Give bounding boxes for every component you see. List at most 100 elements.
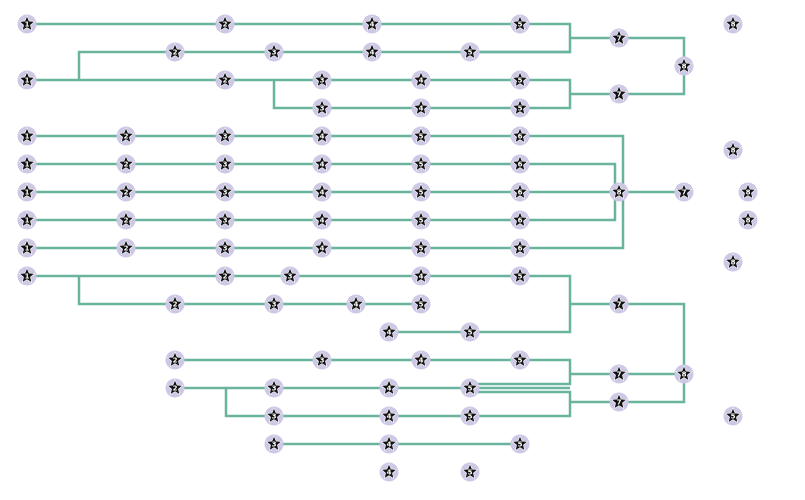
node-label: 7 (617, 371, 622, 379)
tree-node[interactable]: 7 (674, 182, 694, 202)
tree-node[interactable]: 3 (264, 42, 284, 62)
tree-node[interactable]: 2 (165, 378, 185, 398)
tree-node[interactable]: 3 (215, 182, 235, 202)
node-label: 4 (387, 413, 392, 421)
tree-node[interactable]: 5 (460, 406, 480, 426)
tree-node[interactable]: 7 (609, 294, 629, 314)
tree-node[interactable]: 8 (609, 182, 629, 202)
node-label: 5 (518, 357, 523, 365)
tree-node[interactable]: 3 (312, 350, 332, 370)
tree-node[interactable]: 2 (116, 154, 136, 174)
tree-node[interactable]: 5 (510, 98, 530, 118)
tree-node[interactable]: 4 (411, 70, 431, 90)
tree-node[interactable]: 2 (116, 126, 136, 146)
tree-node[interactable]: 5 (411, 154, 431, 174)
tree-node[interactable]: 2 (215, 266, 235, 286)
tree-node[interactable]: 5 (510, 266, 530, 286)
tree-node[interactable]: 3 (215, 238, 235, 258)
tree-node[interactable]: 5 (460, 462, 480, 482)
tree-node[interactable]: 4 (312, 210, 332, 230)
star-icon (380, 323, 398, 340)
tree-node[interactable]: 2 (165, 294, 185, 314)
tree-node[interactable]: 1 (17, 154, 37, 174)
tree-node[interactable]: 5 (510, 70, 530, 90)
tree-node[interactable]: 4 (411, 350, 431, 370)
tree-node[interactable]: 3 (312, 98, 332, 118)
tree-node[interactable]: 2 (215, 70, 235, 90)
tree-node[interactable]: 1 (17, 70, 37, 90)
tree-node[interactable]: 2 (116, 238, 136, 258)
tree-node[interactable]: 1 (17, 210, 37, 230)
tree-node[interactable]: 1 (17, 126, 37, 146)
tree-node[interactable]: 4 (379, 322, 399, 342)
tree-node[interactable]: 2 (215, 14, 235, 34)
tree-node[interactable]: 3 (280, 266, 300, 286)
tree-node[interactable]: 7 (609, 364, 629, 384)
tree-node[interactable]: 3 (312, 70, 332, 90)
tree-node[interactable]: 3 (264, 434, 284, 454)
tree-node[interactable]: 3 (215, 210, 235, 230)
tree-node[interactable]: 5 (460, 378, 480, 398)
tree-node[interactable]: 7 (609, 392, 629, 412)
tree-node[interactable]: 3 (264, 378, 284, 398)
tree-node[interactable]: 3 (215, 154, 235, 174)
tree-node[interactable]: 8 (723, 14, 743, 34)
tree-node[interactable]: 5 (510, 434, 530, 454)
tree-node[interactable]: 1 (17, 266, 37, 286)
tree-node[interactable]: 4 (312, 154, 332, 174)
tree-node[interactable]: 5 (510, 350, 530, 370)
tree-node[interactable]: 6 (510, 126, 530, 146)
tree-node[interactable]: 8 (723, 140, 743, 160)
tree-node[interactable]: 4 (346, 294, 366, 314)
tree-node[interactable]: 4 (312, 126, 332, 146)
node-label: 7 (617, 91, 622, 99)
tree-node[interactable]: 1 (17, 182, 37, 202)
tree-node[interactable]: 1 (17, 14, 37, 34)
star-icon (610, 183, 628, 200)
tree-node[interactable]: 1 (17, 238, 37, 258)
tree-node[interactable]: 6 (510, 182, 530, 202)
tree-node[interactable]: 2 (116, 210, 136, 230)
tree-node[interactable]: 5 (411, 238, 431, 258)
tree-node[interactable]: 8 (674, 364, 694, 384)
tree-node[interactable]: 7 (609, 28, 629, 48)
tree-node[interactable]: 8 (738, 182, 758, 202)
tree-node[interactable]: 6 (510, 154, 530, 174)
tree-node[interactable]: 5 (411, 294, 431, 314)
star-icon (675, 365, 693, 382)
tree-node[interactable]: 2 (165, 350, 185, 370)
tree-node[interactable]: 2 (116, 182, 136, 202)
node-label: 4 (387, 469, 392, 477)
connector-line (27, 22, 572, 54)
tree-node[interactable]: 4 (312, 238, 332, 258)
tree-node[interactable]: 2 (165, 42, 185, 62)
tree-node[interactable]: 4 (411, 98, 431, 118)
tree-node[interactable]: 8 (738, 210, 758, 230)
star-icon (166, 351, 184, 368)
tree-node[interactable]: 5 (411, 210, 431, 230)
tree-node[interactable]: 8 (723, 252, 743, 272)
tree-node[interactable]: 5 (460, 322, 480, 342)
node-label: 2 (124, 189, 129, 197)
tree-node[interactable]: 5 (460, 42, 480, 62)
tree-node[interactable]: 4 (411, 266, 431, 286)
tree-node[interactable]: 5 (723, 406, 743, 426)
tree-node[interactable]: 6 (510, 238, 530, 258)
tree-node[interactable]: 4 (312, 182, 332, 202)
tree-node[interactable]: 6 (510, 210, 530, 230)
tree-node[interactable]: 4 (379, 462, 399, 482)
tree-node[interactable]: 5 (411, 126, 431, 146)
tree-node[interactable]: 4 (362, 42, 382, 62)
tree-node[interactable]: 4 (379, 434, 399, 454)
tree-node[interactable]: 4 (362, 14, 382, 34)
tree-node[interactable]: 3 (264, 406, 284, 426)
tree-node[interactable]: 7 (609, 84, 629, 104)
tree-node[interactable]: 8 (674, 56, 694, 76)
tree-node[interactable]: 5 (510, 14, 530, 34)
tree-node[interactable]: 4 (379, 406, 399, 426)
tree-node[interactable]: 5 (411, 182, 431, 202)
tree-node[interactable]: 4 (379, 378, 399, 398)
tree-node[interactable]: 3 (264, 294, 284, 314)
tree-node[interactable]: 3 (215, 126, 235, 146)
star-icon (412, 239, 430, 256)
